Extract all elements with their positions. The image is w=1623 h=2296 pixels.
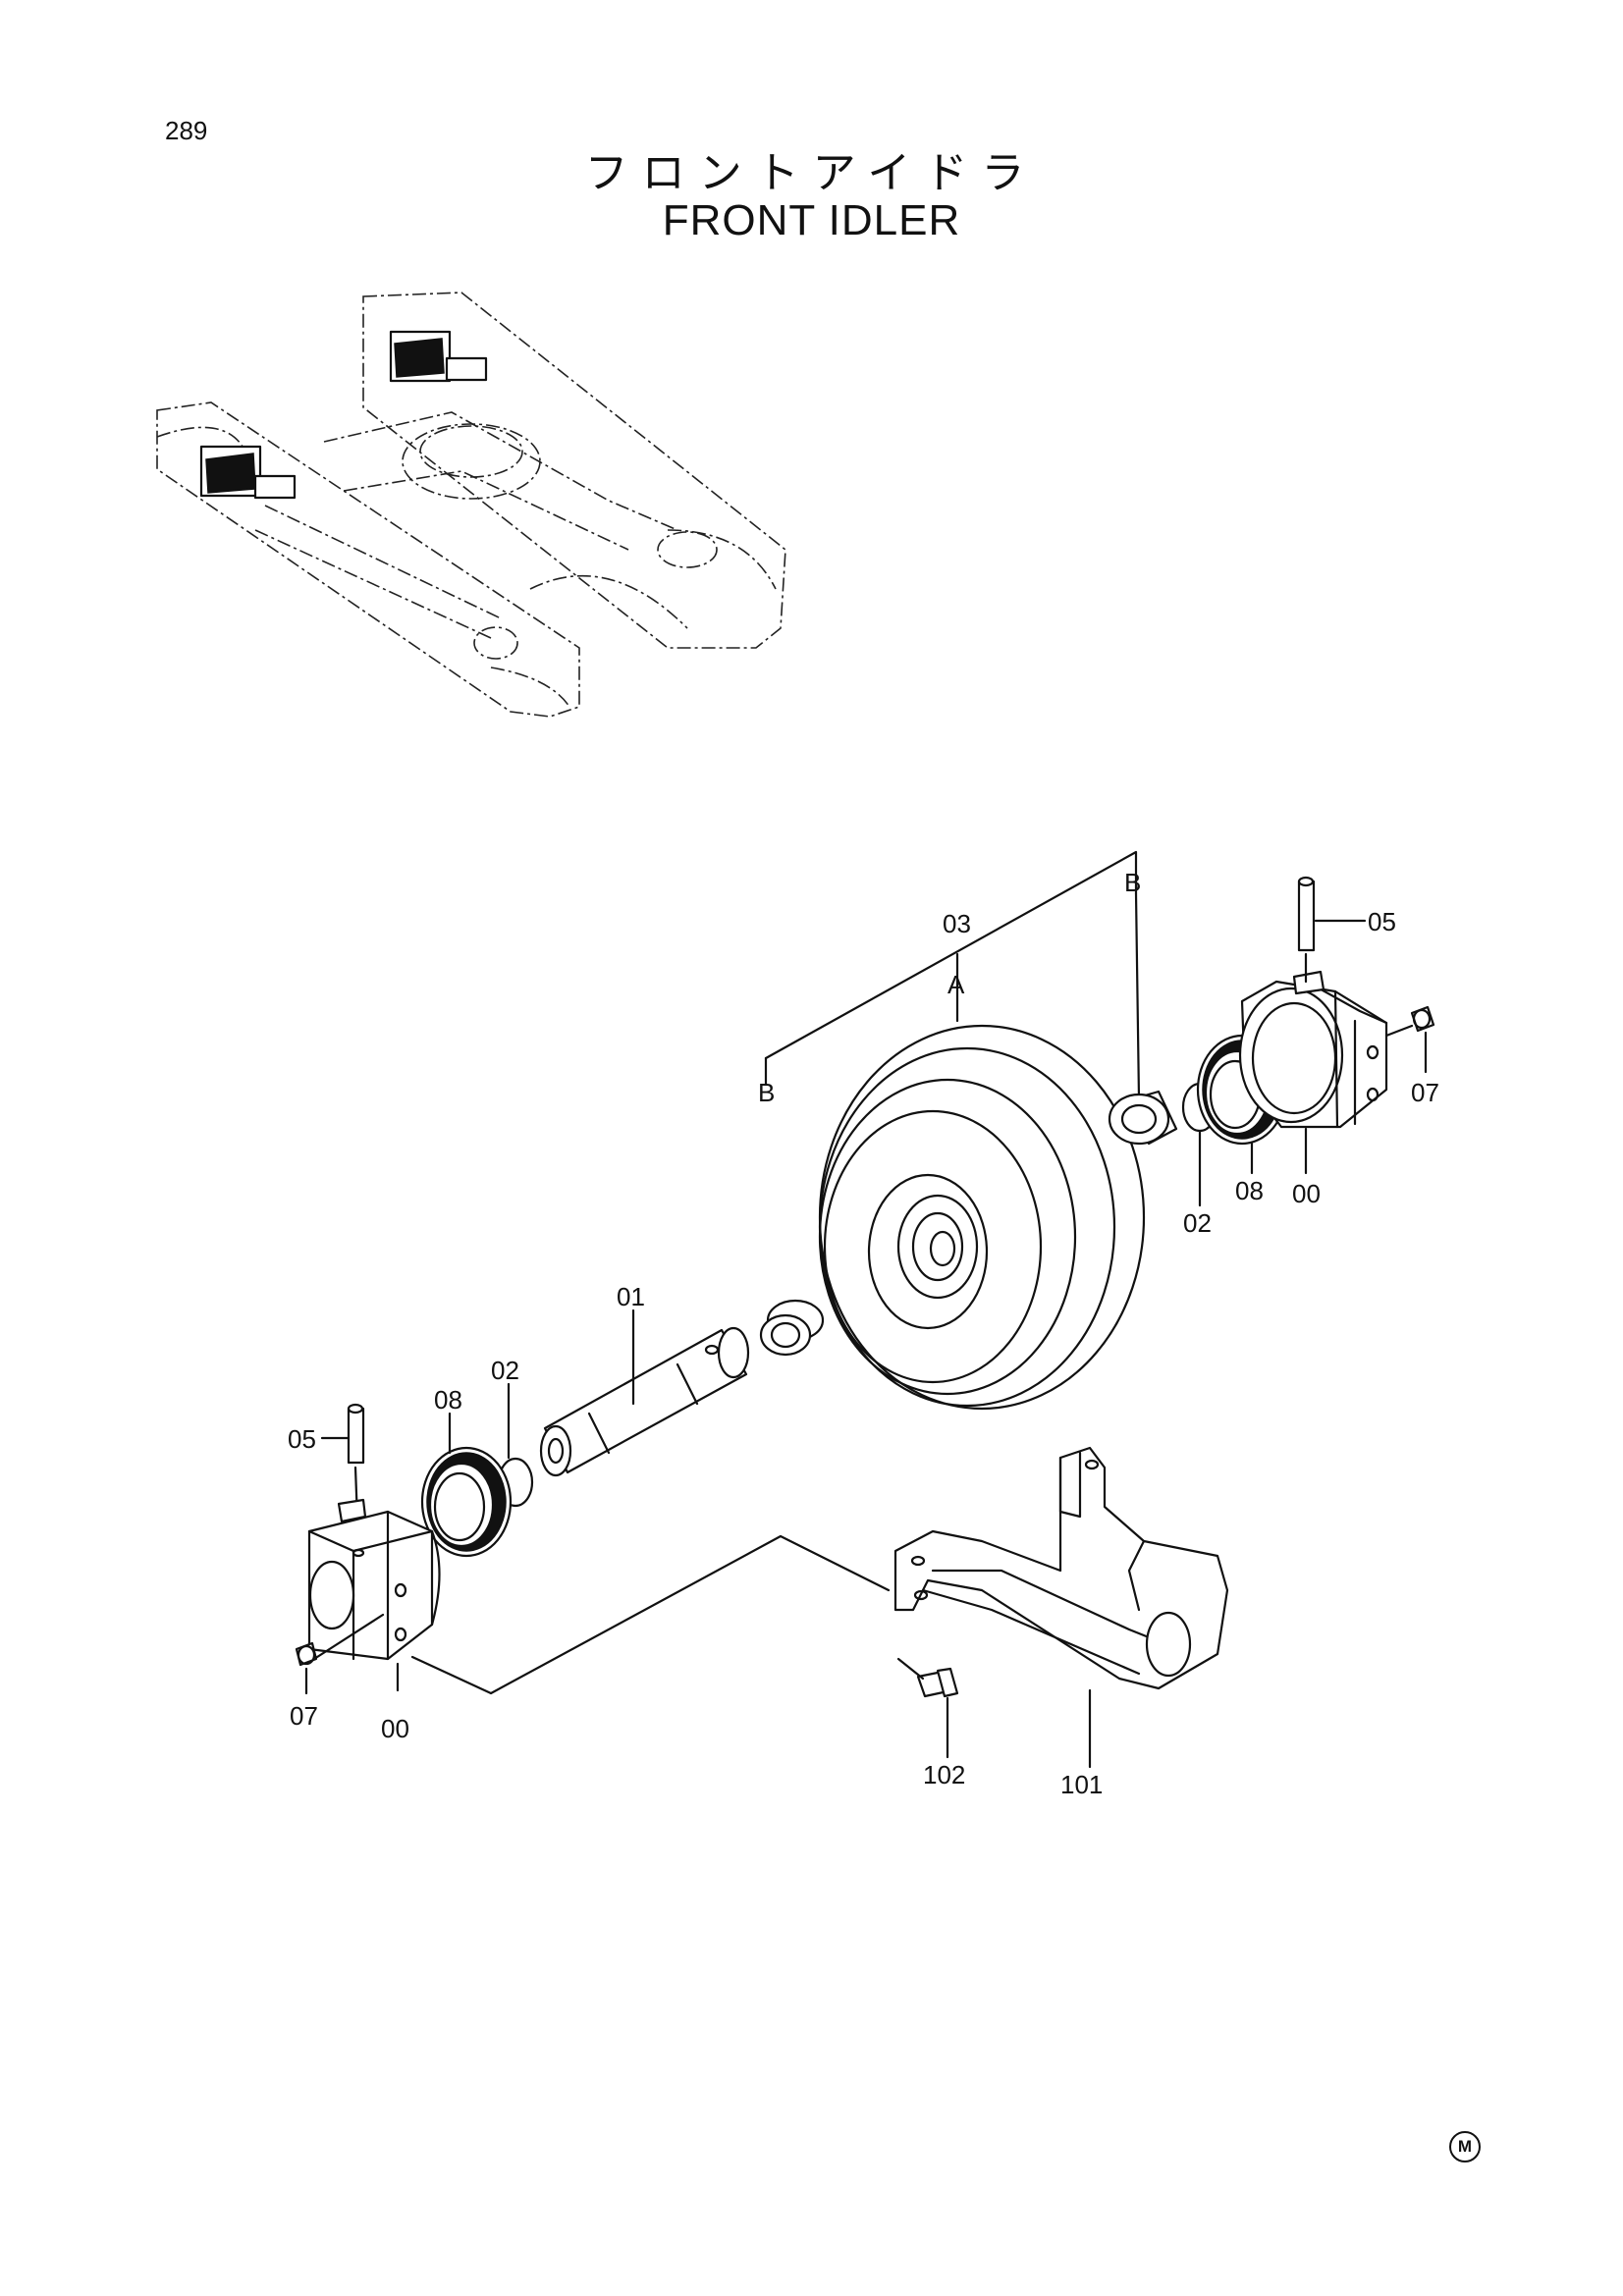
bearing-block-00-right xyxy=(1238,970,1388,1129)
m-mark: M xyxy=(1449,2131,1481,2163)
callout-101: 101 xyxy=(1060,1770,1103,1799)
callout-07-left: 07 xyxy=(290,1701,318,1731)
callout-00-left: 00 xyxy=(381,1714,409,1743)
callout-02-left: 02 xyxy=(491,1356,519,1385)
seal-08-left xyxy=(420,1446,513,1558)
shaft-01 xyxy=(539,1326,750,1477)
assembly-line-lower xyxy=(410,1534,891,1695)
plug-07-left xyxy=(295,1641,318,1667)
page-number: 289 xyxy=(165,116,208,145)
callout-00-right: 00 xyxy=(1292,1179,1321,1208)
callout-05-right: 05 xyxy=(1368,907,1396,936)
callout-08-left: 08 xyxy=(434,1385,462,1415)
callout-102: 102 xyxy=(923,1760,965,1789)
bearing-block-00-left xyxy=(307,1498,441,1661)
callout-03: 03 xyxy=(943,909,971,938)
track-frame-overview xyxy=(156,292,786,718)
bracket-101 xyxy=(893,1446,1229,1690)
page-title: FRONT IDLER xyxy=(662,196,961,244)
b-right-leader xyxy=(1134,891,1141,1101)
callout-b-top: B xyxy=(1124,868,1141,897)
b-bracket-line xyxy=(764,850,1138,1060)
callout-b-left: B xyxy=(758,1078,775,1107)
bolt-07-axis xyxy=(312,1613,385,1661)
callout-08-right: 08 xyxy=(1235,1176,1264,1205)
bolt-102 xyxy=(916,1667,959,1698)
overview-idler-front xyxy=(199,445,297,500)
pin-05-right xyxy=(1297,876,1316,952)
collar-b-right xyxy=(1108,1090,1178,1146)
plug-07-right-axis xyxy=(1384,1024,1414,1038)
idler-wheel-03 xyxy=(818,1024,1146,1411)
callout-a: A xyxy=(947,970,965,999)
pin-05-left xyxy=(347,1403,365,1465)
callout-07-right: 07 xyxy=(1411,1078,1439,1107)
plug-07-right xyxy=(1410,1005,1435,1033)
callout-05-left: 05 xyxy=(288,1424,316,1454)
callout-02-right: 02 xyxy=(1183,1208,1212,1238)
bolt-102-axis xyxy=(896,1657,925,1681)
title-japanese: フロントアイドラ xyxy=(584,148,1039,198)
overview-idler-rear xyxy=(389,330,488,383)
collar-b-left xyxy=(759,1299,825,1357)
callout-01: 01 xyxy=(617,1282,645,1311)
